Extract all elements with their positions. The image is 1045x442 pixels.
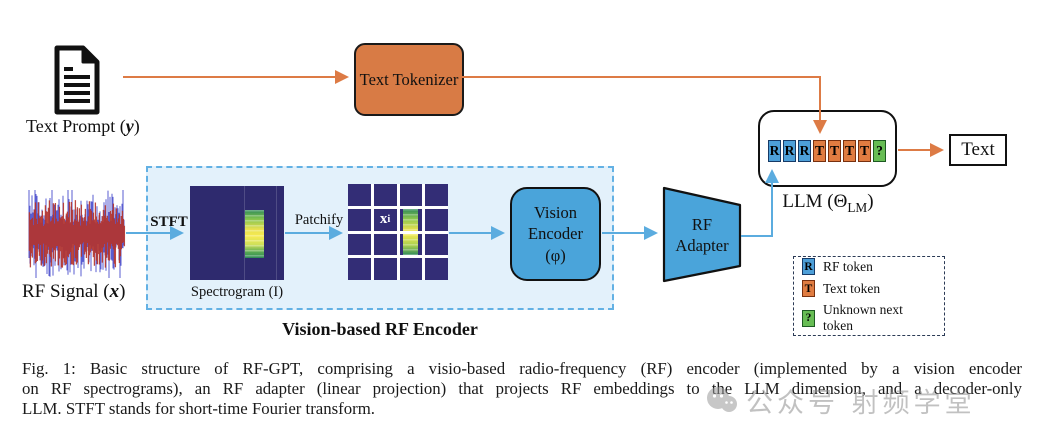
legend-item: R RF token (802, 258, 936, 275)
figure-caption: Fig. 1: Basic structure of RF-GPT, compr… (22, 359, 1022, 419)
text-token: T (828, 140, 841, 162)
patch-tile (348, 258, 371, 280)
patchify-label: Patchify (294, 212, 344, 228)
patch-tile (348, 233, 371, 256)
text-output-label: Text (961, 139, 995, 160)
rf-token: R (768, 140, 781, 162)
text-token: T (813, 140, 826, 162)
rf-token-swatch: R (802, 258, 815, 275)
vision-encoder-box: Vision Encoder (φ) (510, 187, 601, 281)
legend-item-label: RF token (823, 258, 873, 274)
rf-signal-label: RF Signal (x) (22, 281, 126, 302)
text-prompt-label: Text Prompt (y) (26, 116, 140, 136)
unknown-token: ? (873, 140, 886, 162)
rf-signal-waveform (28, 190, 126, 278)
text-tokenizer-label: Text Tokenizer (359, 69, 459, 89)
legend-item-label: Unknown next token (823, 302, 903, 333)
text-token: T (858, 140, 871, 162)
patch-tile (373, 184, 397, 206)
patch-tile (425, 258, 448, 280)
llm-label: LLM (ΘLM) (782, 191, 874, 215)
rf-adapter-label: RF Adapter (675, 214, 729, 255)
rf-token: R (798, 140, 811, 162)
patch-tile (425, 184, 448, 206)
patch-tile (425, 208, 448, 231)
patch-tile (373, 233, 397, 256)
legend-item: T Text token (802, 280, 936, 297)
caption-line: on RF spectrograms), an RF adapter (line… (22, 379, 1022, 398)
watermark: 公众号 射频学堂 (706, 381, 976, 420)
spectrogram-gridline (276, 186, 277, 280)
text-output-box: Text (949, 134, 1007, 166)
patch-tile (348, 208, 371, 231)
patch-tile (373, 258, 397, 280)
patch-tile (348, 184, 371, 206)
spectrogram-label: Spectrogram (I) (190, 284, 284, 300)
patch-tile (425, 233, 448, 256)
spectrogram-signal-stripe (245, 210, 264, 258)
legend-item-label: Text token (823, 280, 881, 296)
patch-tile (399, 184, 423, 206)
caption-line: LLM. STFT stands for short-time Fourier … (22, 399, 375, 418)
waveform-strokes (28, 200, 126, 268)
text-token: T (843, 140, 856, 162)
text-token-swatch: T (802, 280, 815, 297)
vision-encoder-label: Vision Encoder (φ) (528, 202, 583, 265)
wechat-icon (707, 386, 737, 412)
watermark-text: 公众号 射频学堂 (746, 388, 976, 419)
caption-line: Fig. 1: Basic structure of RF-GPT, compr… (22, 359, 1022, 378)
spectrogram-image (190, 186, 284, 280)
rf-adapter-shape (662, 186, 742, 283)
legend-item: ? Unknown next token (802, 302, 936, 334)
text-tokenizer-box: Text Tokenizer (354, 43, 464, 116)
vision-rf-encoder-title: Vision-based RF Encoder (282, 319, 478, 339)
rf-token: R (783, 140, 796, 162)
spectrogram-gridline (244, 186, 245, 280)
patch-tile (399, 258, 423, 280)
unknown-token-swatch: ? (802, 309, 815, 327)
document-icon (54, 45, 100, 115)
stft-label: STFT (150, 214, 188, 230)
patch-tile (399, 208, 423, 231)
patch-tile (399, 233, 423, 256)
